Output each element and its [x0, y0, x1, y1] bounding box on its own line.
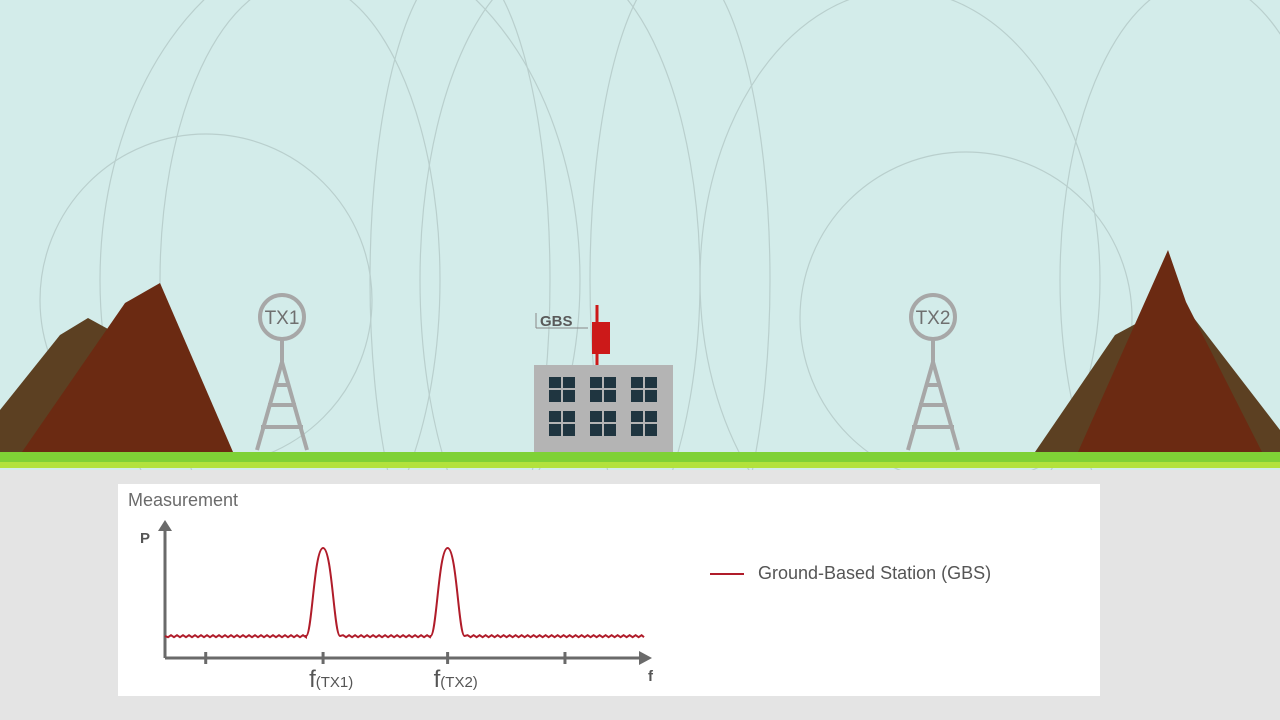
legend-swatch-gbs — [710, 572, 744, 575]
mountain-right-front — [1078, 250, 1262, 452]
legend: Ground-Based Station (GBS) — [710, 563, 991, 584]
tx2-tower — [906, 293, 960, 451]
x-axis-label: f — [648, 668, 654, 685]
tx2-label: TX2 — [916, 308, 951, 329]
panel-title: Measurement — [128, 490, 239, 510]
measurement-panel: Measurement P f f(TX1) f(TX2) Ground-Base… — [118, 484, 1100, 696]
mountain-left-front — [22, 283, 233, 452]
y-axis-label: P — [140, 530, 150, 547]
x-tick-label: f(TX1) — [309, 666, 353, 693]
ground-highlight — [0, 462, 1280, 468]
radio-scene: TX1 TX2 — [0, 0, 1280, 470]
tx1-tower — [255, 293, 309, 451]
x-axis-tick-labels: f(TX1) f(TX2) — [309, 666, 478, 693]
legend-label-gbs: Ground-Based Station (GBS) — [758, 563, 992, 583]
gbs-label: GBS — [540, 313, 573, 330]
tx1-label: TX1 — [265, 308, 300, 329]
gbs-building — [534, 365, 673, 453]
x-tick-label: f(TX2) — [434, 666, 478, 693]
y-axis — [158, 520, 172, 658]
gbs-antenna — [592, 305, 610, 365]
x-axis — [165, 651, 652, 665]
x-axis-ticks — [204, 652, 567, 664]
radio-waves — [39, 0, 1280, 470]
ground-strip — [0, 452, 1280, 462]
gbs-label-callout: GBS — [535, 313, 588, 330]
series-line-gbs — [164, 546, 645, 639]
spectrum-plot: P f f(TX1) f(TX2) — [140, 520, 654, 693]
